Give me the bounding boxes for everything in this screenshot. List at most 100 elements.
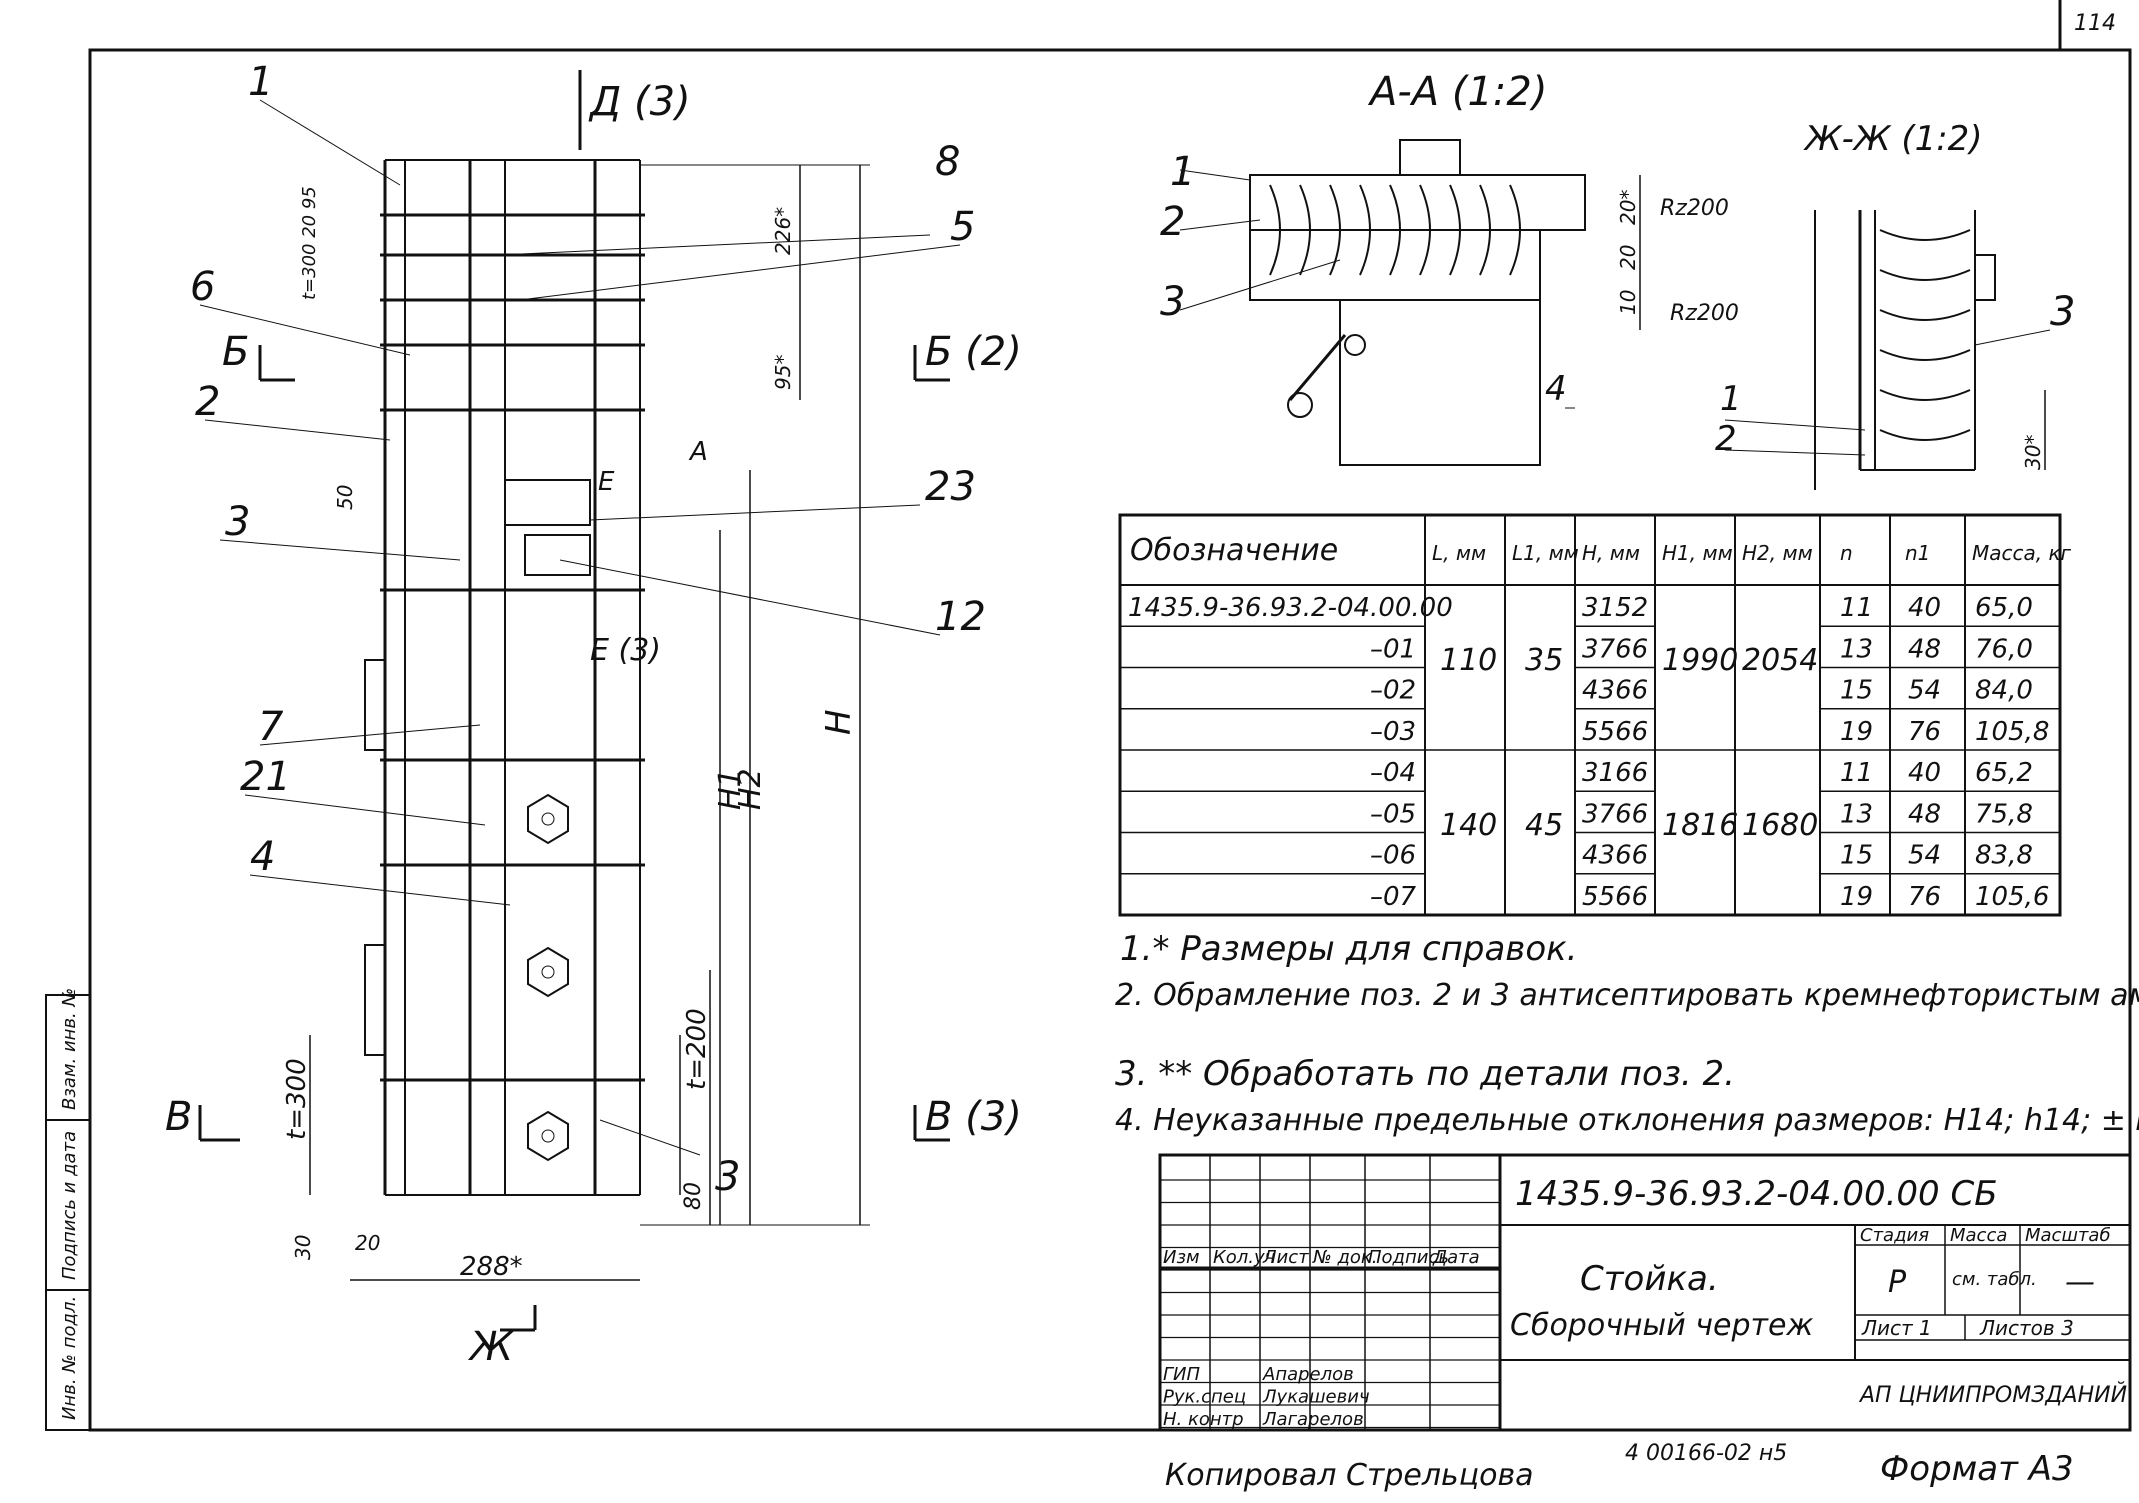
spec-cell: 19 (1840, 717, 1873, 747)
spec-header-cell: L, мм (1432, 541, 1486, 565)
spec-cell: –05 (1370, 799, 1416, 829)
dim-h1: Н1 (713, 768, 748, 810)
section-aa-d10: 10 (1616, 290, 1640, 315)
side-stamp: Инв. № подл. Подпись и дата Взам. инв. № (45, 988, 91, 1431)
spec-cell: 13 (1840, 634, 1873, 664)
spec-cell: 5566 (1582, 717, 1648, 747)
tb-col-header: Подпись (1368, 1247, 1449, 1268)
spec-cell: 11 (1840, 593, 1873, 623)
tb-mass: см. табл. (1952, 1269, 2037, 1290)
section-aa-pos4: 4 (1545, 369, 1567, 409)
dim-288: 288* (460, 1252, 523, 1282)
label-pos-21: 21 (240, 754, 291, 800)
footer-doc: 4 00166-02 н5 (1625, 1441, 1787, 1466)
spec-cell: 65,0 (1975, 593, 2033, 623)
dim-226: 226* (771, 207, 795, 255)
tb-org: АП ЦНИИПРОМЗДАНИЙ (1858, 1382, 2127, 1408)
dim-h2: Н2 (733, 768, 768, 810)
note-4: 4. Неуказанные предельные отклонения раз… (1115, 1103, 2139, 1138)
spec-cell: –01 (1370, 634, 1416, 664)
section-zhzh-pos3: 3 (2050, 289, 2075, 335)
spec-header-cell: Масса, кг (1972, 541, 2072, 565)
spec-cell: 105,6 (1975, 882, 2049, 912)
tb-col-header: Лист (1262, 1247, 1309, 1268)
group1-h1: 1990 (1662, 643, 1738, 678)
section-zhzh-title: Ж-Ж (1:2) (1803, 119, 1983, 159)
note-1: 1.* Размеры для справок. (1120, 929, 1578, 969)
spec-cell: 19 (1840, 882, 1873, 912)
spec-cell: 13 (1840, 799, 1873, 829)
tb-person: Лагарелов (1262, 1409, 1364, 1430)
label-view-b-left: Б (222, 329, 249, 375)
section-aa-d20b: 20 (1616, 245, 1640, 270)
spec-cell: 83,8 (1975, 841, 2033, 871)
horizontal-bars (380, 213, 645, 1082)
tb-col-header: № док. (1312, 1247, 1378, 1268)
dim-h: Н (819, 709, 859, 735)
spec-cell: 40 (1908, 758, 1941, 788)
label-view-e3: Е (3) (590, 633, 661, 668)
spec-cell: 84,0 (1975, 676, 2033, 706)
spec-cell: 3766 (1582, 799, 1648, 829)
label-view-zh: Ж (467, 1324, 515, 1370)
stamp-inv: Инв. № подл. (59, 1296, 80, 1420)
tb-stage: Р (1888, 1265, 1907, 1300)
group2-l: 140 (1440, 808, 1497, 843)
tb-scale: — (2065, 1265, 2095, 1300)
spec-cell: 1435.9-36.93.2-04.00.00 (1128, 593, 1453, 623)
group1-l: 110 (1440, 643, 1497, 678)
tb-sheets: Листов 3 (1979, 1316, 2074, 1340)
label-pos-23: 23 (925, 464, 976, 510)
label-pos-2: 2 (195, 379, 220, 425)
bolt-2 (527, 946, 569, 998)
spec-cell: 65,2 (1975, 758, 2033, 788)
title-block-grid (1159, 1155, 1501, 1430)
spec-cell: 54 (1908, 841, 1941, 871)
tb-role: Н. контр (1163, 1409, 1244, 1430)
dim-30: 30 (291, 1235, 315, 1260)
spec-table-frame (1118, 513, 2062, 917)
note-2: 2. Обрамление поз. 2 и 3 антисептировать… (1115, 978, 2139, 1013)
label-pos-4: 4 (250, 834, 275, 880)
spec-cell: 75,8 (1975, 799, 2033, 829)
tb-person: Апарелов (1262, 1364, 1354, 1385)
dim-80: 80 (681, 1182, 706, 1210)
label-view-a: А (688, 437, 708, 467)
spec-cell: –06 (1370, 841, 1416, 871)
sheet-number: 114 (2074, 11, 2116, 36)
spec-cell: 3152 (1582, 593, 1648, 623)
label-pos-12: 12 (935, 594, 986, 640)
spec-cell: 4366 (1582, 841, 1648, 871)
tb-name-2: Сборочный чертеж (1510, 1308, 1813, 1343)
spec-cell: 54 (1908, 676, 1941, 706)
spec-cell: 40 (1908, 593, 1941, 623)
tb-col-header: Дата (1432, 1247, 1480, 1268)
tb-col-header: Изм (1163, 1247, 1200, 1268)
spec-header-cell: Н, мм (1582, 541, 1640, 565)
tb-person: Лукашевич (1262, 1387, 1370, 1408)
label-view-b-right: Б (2) (925, 329, 1022, 375)
section-aa-rz: Rz200 (1660, 196, 1729, 221)
label-view-d: Д (3) (588, 79, 691, 125)
spec-cell: –03 (1370, 717, 1416, 747)
spec-cell: –04 (1370, 758, 1416, 788)
spec-cell: 48 (1908, 799, 1941, 829)
tb-scale-label: Масштаб (2025, 1225, 2111, 1246)
section-zhzh (1724, 210, 2051, 490)
spec-header-cell: n1 (1905, 541, 1930, 565)
label-pos-1: 1 (248, 59, 273, 105)
section-aa-title: А-А (1:2) (1367, 69, 1547, 115)
group2-l1: 45 (1525, 808, 1563, 843)
label-pos-7: 7 (258, 704, 284, 750)
dim-top: t=300 20 95 (299, 186, 320, 300)
tb-code: 1435.9-36.93.2-04.00.00 СБ (1515, 1174, 1998, 1214)
spec-cell: 15 (1840, 676, 1873, 706)
group1-h2: 2054 (1742, 643, 1818, 678)
tb-sheet: Лист 1 (1861, 1316, 1932, 1340)
label-pos-3b: 3 (715, 1154, 740, 1200)
title-block (1158, 1153, 2132, 1432)
label-view-v-left: В (165, 1094, 192, 1140)
